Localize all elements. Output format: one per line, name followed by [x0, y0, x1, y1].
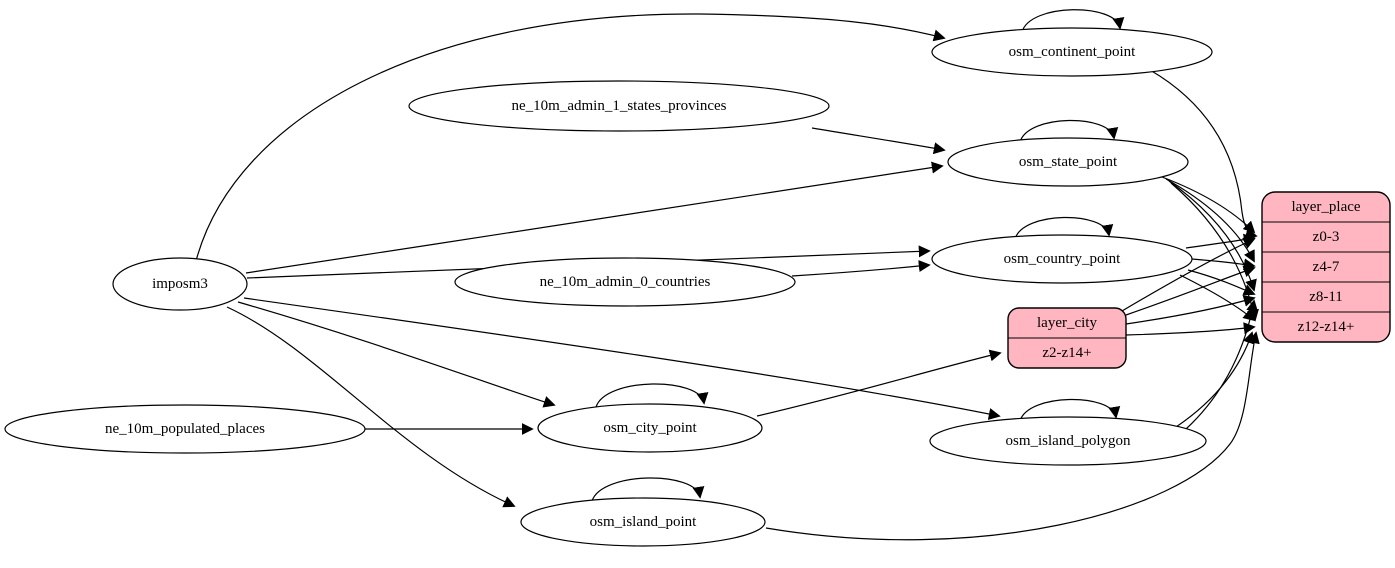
- edge-osm_island_polygon-layer_place-z12-z14: [1175, 331, 1255, 428]
- self-loop-osm_island_polygon: [1019, 398, 1121, 422]
- edge-group: [195, 9, 1260, 541]
- osm_island_polygon-ellipse: [929, 416, 1207, 466]
- edge-imposm3-osm_island_point: [226, 306, 516, 508]
- node-osm_continent_point: osm_continent_point: [931, 27, 1213, 77]
- node-osm_island_point: osm_island_point: [520, 497, 766, 547]
- edge-ne_10m_admin_0_countries-osm_country_point: [791, 260, 931, 277]
- ne_10m_admin_1_states_provinces-label: ne_10m_admin_1_states_provinces: [512, 98, 727, 114]
- edge-osm_city_point-layer_city-z2-z14: [756, 349, 1002, 417]
- node-ne_10m_populated_places: ne_10m_populated_places: [4, 404, 366, 454]
- self-loop-osm_country_point: [1014, 216, 1114, 240]
- edge-osm_island_polygon-layer_place-z8-11: [1185, 299, 1259, 430]
- edge-layer_city-layer_place-z4-7: [1125, 265, 1256, 316]
- layer_city-row-z2-z14: z2-z14+: [1042, 345, 1091, 361]
- edge-layer_city-layer_place-z0-3: [1121, 237, 1256, 312]
- ne_10m_admin_1_states_provinces-ellipse: [408, 80, 830, 132]
- ne_10m_admin_0_countries-ellipse: [454, 257, 796, 307]
- edge-osm_country_point-layer_place-z4-7: [1191, 258, 1256, 271]
- osm_island_point-label: osm_island_point: [590, 514, 698, 530]
- self-loop-osm_city_point: [595, 383, 709, 408]
- node-layer_place: layer_place z0-3 z4-7 z8-11 z12-z14+: [1261, 191, 1391, 343]
- osm_state_point-label: osm_state_point: [1019, 154, 1118, 170]
- edge-osm_country_point-layer_place-z8-11: [1187, 269, 1256, 296]
- node-layer_city: layer_city z2-z14+: [1007, 307, 1127, 369]
- osm_island_polygon-label: osm_island_polygon: [1005, 433, 1131, 449]
- node-osm_island_polygon: osm_island_polygon: [929, 416, 1207, 466]
- osm_island_point-ellipse: [520, 497, 766, 547]
- self-loop-osm_state_point: [1019, 119, 1119, 143]
- edge-layer_city-layer_place-z12-z14: [1125, 322, 1256, 336]
- osm_continent_point-label: osm_continent_point: [1009, 44, 1136, 60]
- node-osm_city_point: osm_city_point: [537, 403, 763, 453]
- edge-osm_island_point-layer_place-z12-z14: [765, 331, 1260, 541]
- edge-imposm3-osm_continent_point: [195, 13, 946, 262]
- edge-imposm3-osm_island_polygon: [243, 297, 1001, 420]
- layer_place-row-z12-z14: z12-z14+: [1298, 319, 1355, 335]
- imposm3-ellipse: [112, 257, 248, 311]
- osm_city_point-label: osm_city_point: [603, 420, 697, 436]
- osm_state_point-ellipse: [947, 137, 1189, 187]
- edge-osm_state_point-layer_place-z0-3: [1161, 176, 1256, 234]
- edge-ne_10m_admin_1_states_provinces-osm_state_point: [811, 127, 946, 155]
- ne_10m_admin_0_countries-label: ne_10m_admin_0_countries: [540, 274, 711, 290]
- osm_country_point-ellipse: [931, 234, 1193, 284]
- edge-osm_state_point-layer_place-z8-11: [1168, 180, 1257, 292]
- edge-layer_city-layer_place-z8-11: [1125, 295, 1256, 325]
- node-imposm3: imposm3: [112, 257, 248, 311]
- node-ne_10m_admin_1_states_provinces: ne_10m_admin_1_states_provinces: [408, 80, 830, 132]
- layer_place-row-z0-3: z0-3: [1313, 229, 1340, 245]
- node-ne_10m_admin_0_countries: ne_10m_admin_0_countries: [454, 257, 796, 307]
- edge-imposm3-osm_city_point: [237, 301, 556, 408]
- edge-osm_country_point-layer_place-z0-3: [1185, 233, 1256, 249]
- osm_continent_point-ellipse: [931, 27, 1213, 77]
- layer_place-row-z8-11: z8-11: [1309, 289, 1343, 305]
- layer_place-title: layer_place: [1291, 199, 1360, 215]
- imposm3-label: imposm3: [152, 276, 208, 292]
- edge-osm_country_point-layer_place-z12-z14: [1179, 274, 1256, 322]
- self-loop-osm_continent_point: [1021, 9, 1125, 33]
- ne_10m_populated_places-ellipse: [4, 404, 366, 454]
- layer_place-row-z4-7: z4-7: [1313, 259, 1340, 275]
- edge-imposm3-osm_state_point: [245, 161, 944, 274]
- osm_country_point-label: osm_country_point: [1004, 251, 1121, 267]
- self-loop-osm_island_point: [591, 477, 705, 502]
- layer_city-title: layer_city: [1037, 315, 1097, 331]
- node-osm_state_point: osm_state_point: [947, 137, 1189, 187]
- layer_place-box: [1261, 191, 1391, 343]
- ne_10m_populated_places-label: ne_10m_populated_places: [105, 421, 265, 437]
- osm_city_point-ellipse: [537, 403, 763, 453]
- node-osm_country_point: osm_country_point: [931, 234, 1193, 284]
- edge-osm_state_point-layer_place-z4-7: [1165, 178, 1255, 263]
